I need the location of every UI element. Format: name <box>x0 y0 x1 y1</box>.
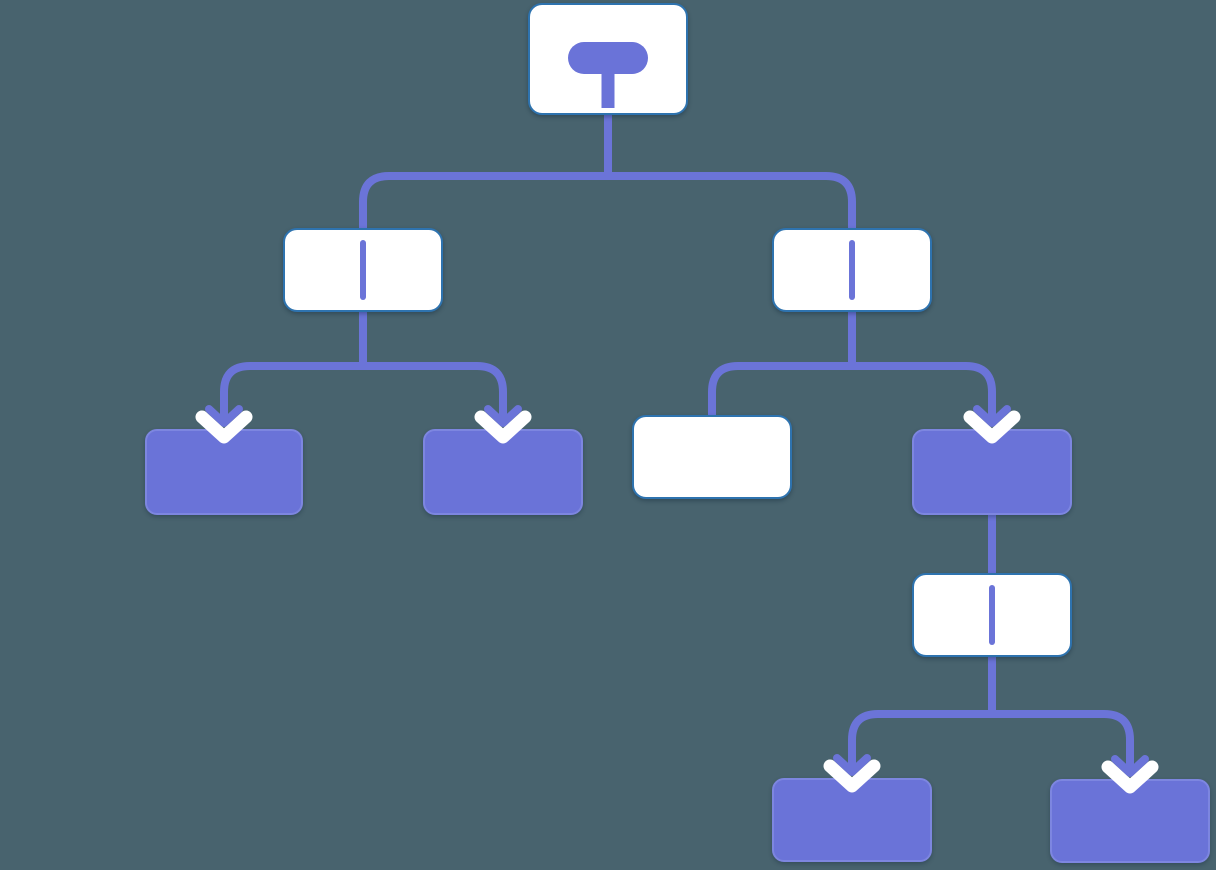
collapse-chevron-icon[interactable] <box>963 405 1021 444</box>
collapse-chevron-icon[interactable] <box>1101 755 1159 794</box>
collapse-chevron-icon[interactable] <box>474 405 532 444</box>
pill-stem <box>601 72 615 108</box>
node-branch-left[interactable] <box>283 228 443 312</box>
collapse-chevron-icon[interactable] <box>823 754 881 793</box>
node-branch-bottom[interactable] <box>912 573 1072 657</box>
node-branch-right[interactable] <box>772 228 932 312</box>
vertical-bar-icon <box>360 240 366 300</box>
vertical-bar-icon <box>989 585 995 645</box>
edge-branch-bottom-to-leaves <box>848 655 1134 771</box>
node-root[interactable] <box>528 3 688 115</box>
pill-shape <box>568 42 648 74</box>
root-pill-icon <box>568 42 648 108</box>
node-child-white[interactable] <box>632 415 792 499</box>
collapse-chevron-icon[interactable] <box>195 405 253 444</box>
vertical-bar-icon <box>849 240 855 300</box>
edge-root-to-branches <box>359 112 856 228</box>
edge-branch-left-to-leaves <box>220 309 507 421</box>
edge-branch-right-to-children <box>708 309 996 421</box>
